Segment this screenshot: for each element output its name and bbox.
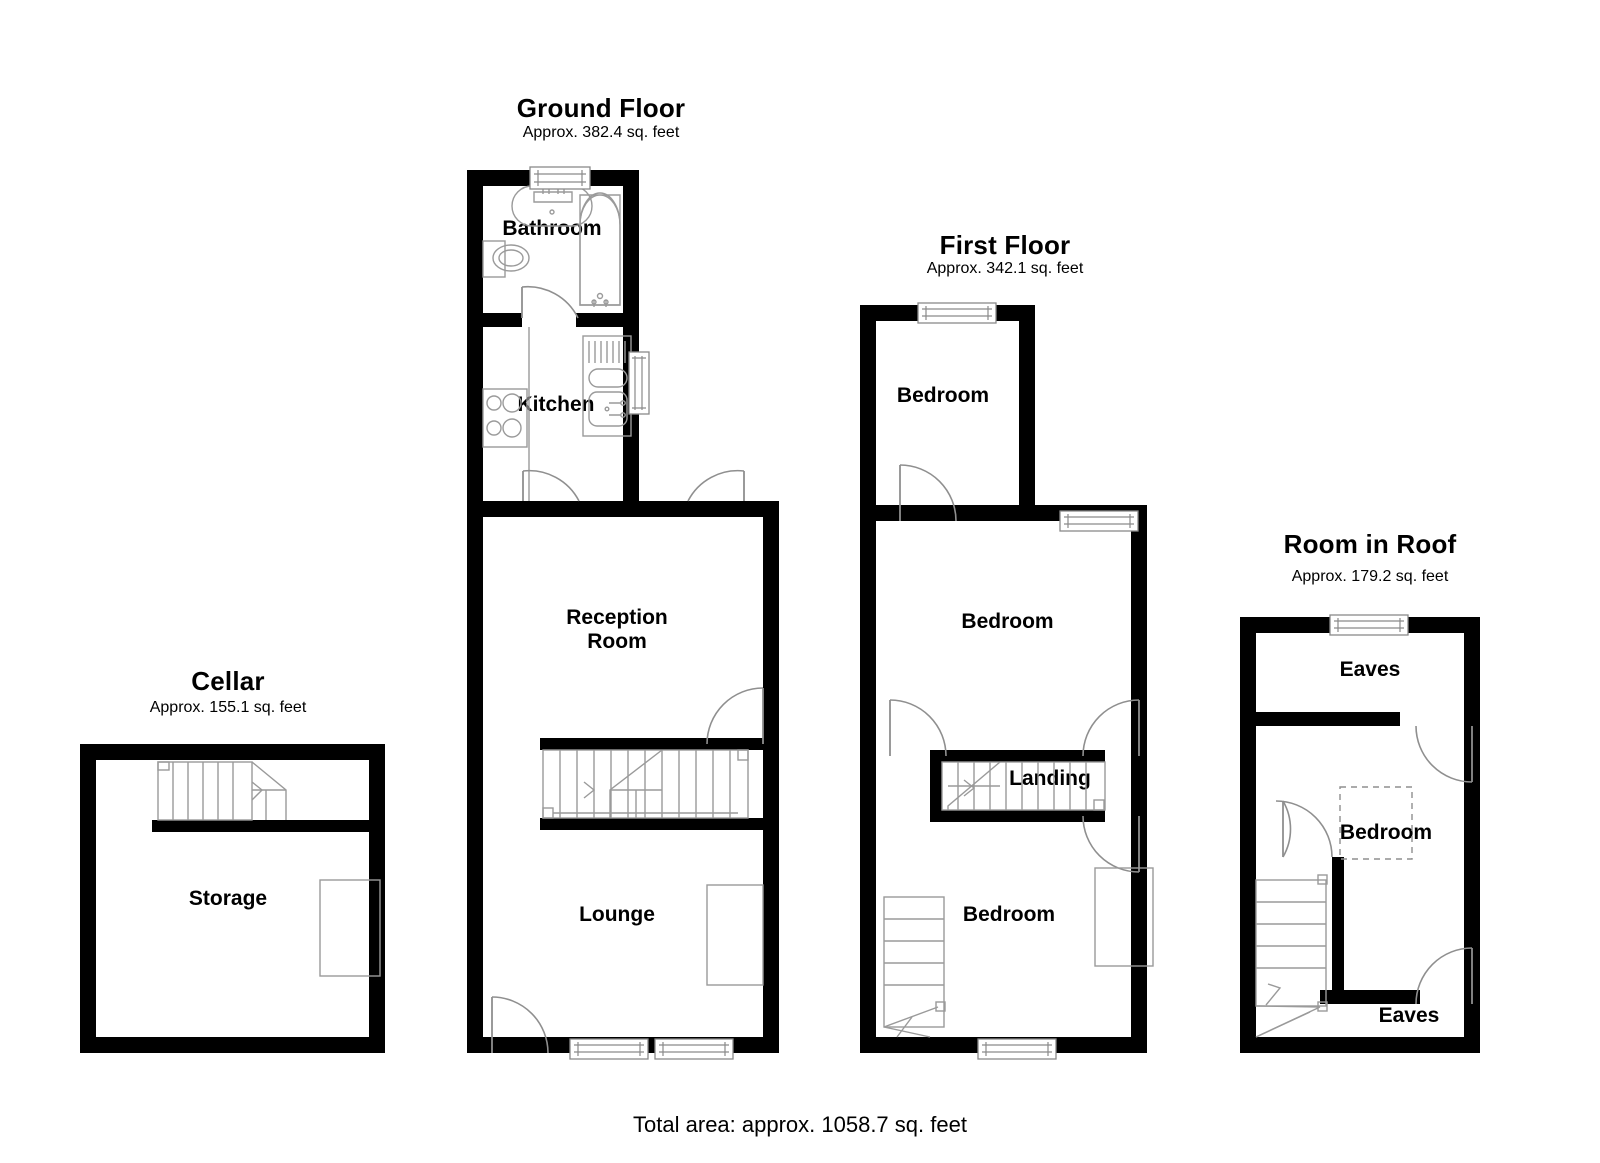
- floor-subtitle-first-floor: Approx. 342.1 sq. feet: [926, 260, 1084, 277]
- first-floor-right-nub-lower: [1131, 812, 1147, 828]
- bathtub-icon: [579, 192, 621, 307]
- door-bedroom-2: [889, 699, 947, 757]
- room-label-bedroom-1: Bedroom: [896, 384, 990, 407]
- room-label-reception-room: Reception Room: [497, 606, 737, 653]
- window-bedroom-3: [977, 1038, 1057, 1060]
- roof-stair-wall: [1332, 857, 1344, 1004]
- first-floor-left-wall-lower: [860, 810, 876, 822]
- door-eaves-bottom: [1415, 947, 1473, 1005]
- roof-eaves-top-wall: [1240, 712, 1400, 726]
- window-bedroom-2: [1059, 510, 1139, 532]
- ground-left-wall-nub-upper: [467, 738, 483, 750]
- roof-left-wall-tick: [1248, 795, 1256, 817]
- ground-reception-top-right-stub: [623, 501, 685, 517]
- door-kitchen: [522, 469, 580, 502]
- front-door: [491, 996, 549, 1054]
- floor-title-ground-floor: Ground Floor: [516, 93, 686, 123]
- wall-bathroom-kitchen-right: [576, 313, 639, 327]
- first-floor-main-top-wall: [1019, 505, 1147, 521]
- door-reception-lounge: [706, 687, 764, 745]
- room-label-lounge: Lounge: [579, 903, 655, 926]
- ground-stair-top-wall: [540, 738, 763, 750]
- reception-room-line-2: Room: [587, 629, 647, 653]
- ground-reception-top-left-stub: [467, 501, 523, 517]
- floor-title-cellar: Cellar: [191, 666, 265, 696]
- ground-main-block-walls: [467, 501, 779, 1053]
- first-floor-upper-bottom-stub: [860, 505, 890, 521]
- door-eaves-top: [1415, 725, 1473, 783]
- window-bedroom-1: [917, 302, 997, 324]
- ground-stair-bottom-wall: [540, 818, 763, 830]
- room-label-storage: Storage: [188, 887, 268, 910]
- room-label-eaves-top: Eaves: [1339, 658, 1401, 681]
- landing-top-wall: [930, 750, 1105, 762]
- door-landing-lower: [1082, 815, 1140, 873]
- window-bathroom: [529, 166, 591, 190]
- total-area-text: Total area: approx. 1058.7 sq. feet: [633, 1112, 967, 1137]
- room-label-eaves-bottom: Eaves: [1378, 1004, 1440, 1027]
- window-lounge-right: [654, 1038, 734, 1060]
- first-floor-right-nub-upper: [1131, 740, 1147, 756]
- cellar-stair-wall: [152, 820, 369, 832]
- room-label-kitchen: Kitchen: [517, 393, 595, 416]
- floor-title-room-in-roof: Room in Roof: [1283, 529, 1457, 559]
- room-label-roof-bedroom: Bedroom: [1339, 821, 1433, 844]
- wall-bathroom-kitchen: [467, 313, 522, 327]
- room-label-bathroom: Bathroom: [502, 217, 602, 240]
- cellar-staircase: [157, 761, 287, 821]
- door-landing-upper: [1082, 699, 1140, 757]
- roof-eaves-bottom-wall-right: [1472, 990, 1480, 1004]
- floor-subtitle-ground-floor: Approx. 382.4 sq. feet: [522, 124, 680, 141]
- floor-title-first-floor: First Floor: [939, 230, 1071, 260]
- floor-subtitle-room-in-roof: Approx. 179.2 sq. feet: [1291, 568, 1449, 585]
- window-lounge-left: [569, 1038, 649, 1060]
- window-roof: [1329, 614, 1409, 636]
- toilet-icon: [482, 240, 530, 278]
- first-floor-left-nub-upper: [860, 750, 876, 762]
- lounge-furniture: [706, 884, 764, 986]
- bathroom-fixtures: [482, 166, 621, 319]
- room-label-landing: Landing: [1009, 767, 1091, 790]
- door-bedroom-1: [899, 464, 957, 522]
- ground-staircase: [542, 749, 749, 819]
- door-reception: [687, 469, 745, 502]
- first-floor-plan: [860, 302, 1154, 1060]
- room-label-bedroom-3: Bedroom: [962, 903, 1056, 926]
- kitchen-sink-icon: [582, 335, 632, 437]
- door-bathroom: [521, 285, 579, 319]
- ground-left-wall-nub-lower: [467, 818, 483, 830]
- reception-room-line-1: Reception: [566, 606, 668, 629]
- roof-eaves-top-wall-right: [1472, 712, 1480, 726]
- landing-bottom-wall: [930, 810, 1105, 822]
- room-label-bedroom-2: Bedroom: [961, 610, 1054, 633]
- first-floor-upper-block-walls: [860, 305, 1035, 521]
- floor-subtitle-cellar: Approx. 155.1 sq. feet: [149, 699, 307, 716]
- roof-eaves-bottom-wall: [1320, 990, 1420, 1004]
